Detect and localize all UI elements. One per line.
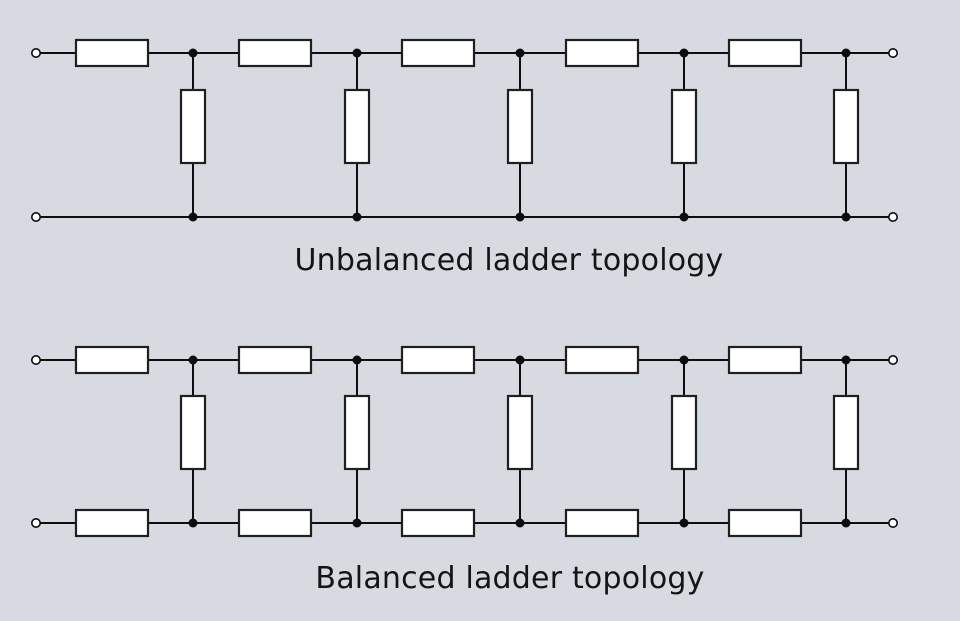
shunt-resistor	[179, 394, 207, 471]
series-resistor	[74, 38, 150, 68]
series-resistor	[564, 345, 640, 375]
junction-dot	[352, 355, 362, 365]
junction-dot	[188, 355, 198, 365]
junction-dot	[841, 48, 851, 58]
junction-dot	[188, 518, 198, 528]
shunt-resistor	[832, 394, 860, 471]
balanced-ladder	[30, 345, 898, 538]
terminal-node	[30, 354, 41, 365]
junction-dot	[841, 212, 851, 222]
series-resistor	[400, 345, 476, 375]
junction-dot	[679, 212, 689, 222]
terminal-node	[887, 354, 898, 365]
terminal-node	[887, 47, 898, 58]
series-resistor	[400, 38, 476, 68]
terminal-node	[887, 517, 898, 528]
shunt-resistor	[506, 88, 534, 165]
shunt-resistor	[343, 394, 371, 471]
junction-dot	[841, 355, 851, 365]
junction-dot	[515, 48, 525, 58]
series-resistor	[727, 508, 803, 538]
terminal-node	[30, 517, 41, 528]
series-resistor	[237, 508, 313, 538]
shunt-resistor	[670, 394, 698, 471]
junction-dot	[679, 355, 689, 365]
junction-dot	[515, 518, 525, 528]
junction-dot	[515, 212, 525, 222]
shunt-resistor	[179, 88, 207, 165]
series-resistor	[237, 345, 313, 375]
terminal-node	[30, 212, 41, 223]
unbalanced-ladder	[30, 38, 898, 223]
terminal-node	[887, 212, 898, 223]
junction-dot	[841, 518, 851, 528]
junction-dot	[515, 355, 525, 365]
series-resistor	[564, 38, 640, 68]
terminal-node	[30, 47, 41, 58]
junction-dot	[188, 212, 198, 222]
junction-dot	[188, 48, 198, 58]
series-resistor	[74, 508, 150, 538]
series-resistor	[74, 345, 150, 375]
junction-dot	[679, 48, 689, 58]
shunt-resistor	[506, 394, 534, 471]
series-resistor	[237, 38, 313, 68]
junction-dot	[352, 48, 362, 58]
junction-dot	[679, 518, 689, 528]
junction-dot	[352, 212, 362, 222]
series-resistor	[400, 508, 476, 538]
series-resistor	[727, 345, 803, 375]
junction-dot	[352, 518, 362, 528]
series-resistor	[727, 38, 803, 68]
title-balanced-ladder: Balanced ladder topology	[315, 561, 705, 596]
shunt-resistor	[343, 88, 371, 165]
title-unbalanced-ladder: Unbalanced ladder topology	[294, 243, 724, 278]
series-resistor	[564, 508, 640, 538]
shunt-resistor	[670, 88, 698, 165]
shunt-resistor	[832, 88, 860, 165]
